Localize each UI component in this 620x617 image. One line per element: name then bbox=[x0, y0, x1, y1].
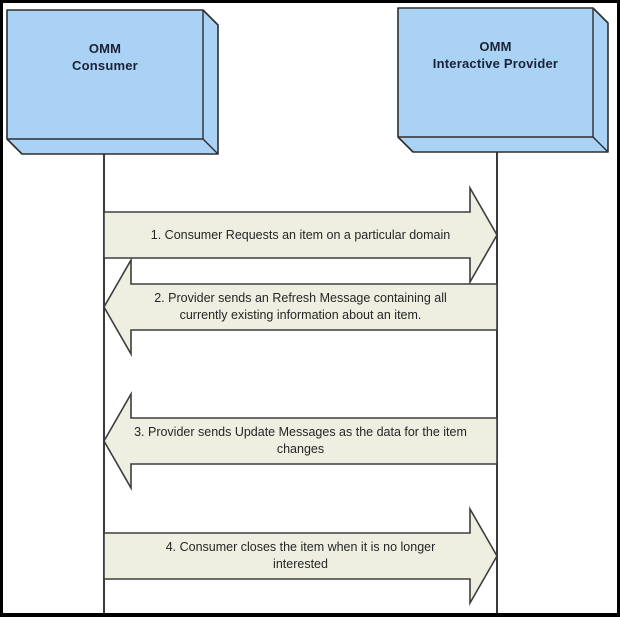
provider-box-shape bbox=[397, 7, 609, 153]
consumer-box-shape bbox=[6, 9, 219, 155]
message-1-right-arrow-shape bbox=[103, 185, 498, 285]
message-2-left-arrow-shape bbox=[103, 257, 498, 357]
message-3-left-arrow-shape bbox=[103, 391, 498, 491]
message-4-right-arrow-shape bbox=[103, 506, 498, 606]
